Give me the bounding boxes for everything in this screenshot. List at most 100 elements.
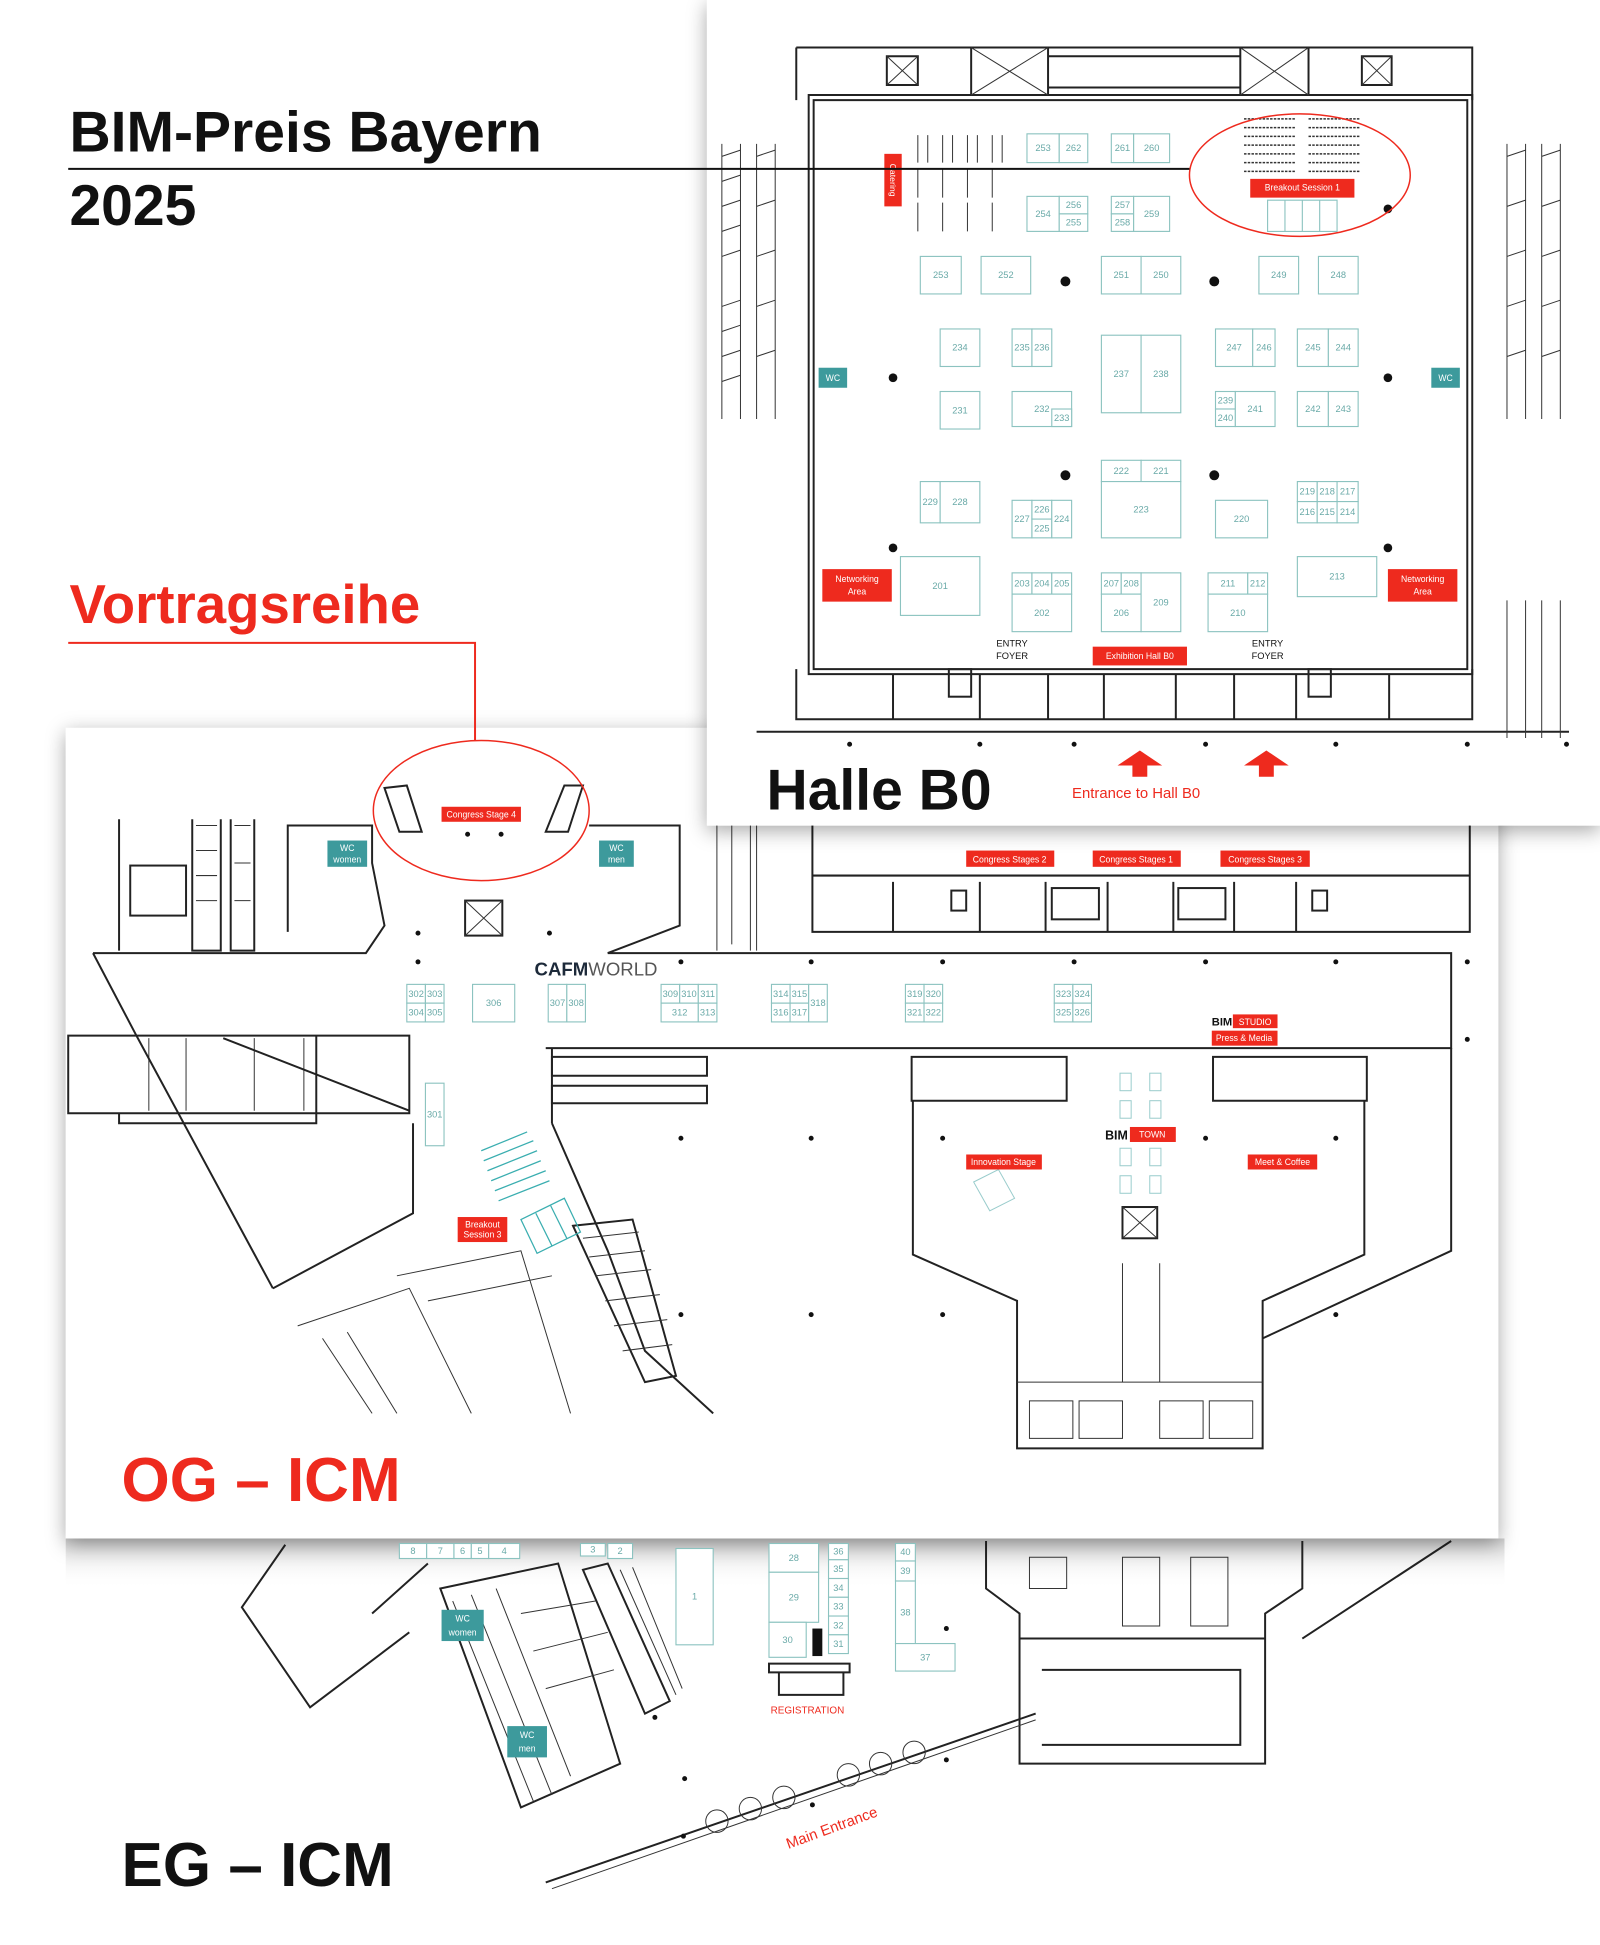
booth-number: 248 [1331, 270, 1347, 280]
booth-number: 38 [900, 1607, 910, 1617]
booth [808, 983, 828, 1023]
booth [1140, 255, 1182, 295]
booth-number: 201 [932, 581, 948, 591]
booth-number: 32 [833, 1620, 843, 1630]
booth-number: 236 [1034, 343, 1050, 353]
booth [923, 1002, 944, 1023]
booth-number: 212 [1250, 578, 1266, 588]
congress-stage-4-highlight [372, 739, 590, 882]
booth-number: 322 [926, 1008, 942, 1018]
congress-stages-1-label [1092, 850, 1181, 867]
booth [1100, 255, 1142, 295]
booth-number: 33 [833, 1602, 843, 1612]
booth [768, 1542, 820, 1573]
exhibition-hall-b0-text: Exhibition Hall B0 [1106, 651, 1174, 661]
booth-number: 238 [1153, 369, 1169, 379]
congress-stage-4-label [441, 806, 521, 822]
booth-number: 251 [1113, 270, 1129, 280]
main-entrance-label: Main Entrance [784, 1804, 880, 1853]
catering-text: Catering [888, 164, 898, 197]
booth [1140, 572, 1182, 633]
booth-number: 220 [1234, 514, 1250, 524]
booth [1072, 1002, 1093, 1023]
booth-number: 204 [1034, 578, 1050, 588]
booth-number: 319 [907, 989, 923, 999]
booth [607, 1542, 634, 1560]
eg-wc-women-text: women [448, 1627, 477, 1637]
booth-number: 259 [1144, 209, 1160, 219]
booth-number: 325 [1056, 1008, 1072, 1018]
booth [488, 1542, 521, 1560]
booth-number: 210 [1230, 608, 1246, 618]
meet-coffee-text: Meet & Coffee [1255, 1157, 1310, 1167]
eg-wc-women-text: WC [455, 1614, 469, 1624]
booth-number: 29 [789, 1592, 799, 1602]
congress-stages-2-text: Congress Stages 2 [973, 854, 1047, 864]
booth-number: 249 [1271, 270, 1287, 280]
og-wc-men-text: men [608, 854, 625, 864]
booth-number: 1 [692, 1592, 697, 1602]
booth-number: 235 [1014, 343, 1030, 353]
booth-number: 206 [1113, 608, 1129, 618]
og-wc-women-label [327, 840, 368, 867]
booth-number: 304 [408, 1008, 424, 1018]
booth [1327, 390, 1359, 428]
booth-number: 216 [1300, 507, 1316, 517]
cafm-world-logo: CAFMWORLD [535, 959, 658, 980]
booth-number: 261 [1115, 143, 1131, 153]
booth-number: 246 [1256, 343, 1272, 353]
booth-number: 242 [1305, 404, 1321, 414]
entry-foyer-right-label: FOYER [1252, 651, 1284, 661]
booth-number: 3 [590, 1545, 595, 1555]
bim-town-logo: TOWN [1139, 1129, 1165, 1139]
eg-wc-men-label [507, 1726, 547, 1758]
booth-number: 214 [1340, 507, 1356, 517]
breakout-session-1-label [1250, 178, 1355, 198]
breakout-3-seating [481, 1131, 582, 1255]
booth-number: 28 [789, 1553, 799, 1563]
booth-number: 308 [568, 998, 584, 1008]
networking-area-left-label [822, 569, 892, 602]
booth-number: 6 [460, 1546, 465, 1556]
booth-number: 316 [773, 1008, 789, 1018]
booth [697, 1002, 718, 1023]
booth [939, 328, 981, 368]
booth-number: 209 [1153, 597, 1169, 607]
booth [1133, 133, 1171, 164]
revolving-doors [705, 1740, 926, 1833]
booth [1207, 593, 1269, 633]
booth [1051, 408, 1073, 428]
booth [899, 556, 981, 616]
press-media-text: Press & Media [1216, 1033, 1273, 1043]
booth-number: 303 [427, 989, 443, 999]
booth-number: 34 [833, 1583, 843, 1593]
networking-area-text: Area [848, 587, 866, 597]
booth-number: 312 [672, 1008, 688, 1018]
booth-number: 218 [1319, 487, 1335, 497]
booth [579, 1542, 606, 1557]
booth-number: 36 [833, 1547, 843, 1557]
og-wc-women-text: women [332, 854, 361, 864]
booth-number: 215 [1319, 507, 1335, 517]
congress-stages-1-text: Congress Stages 1 [1099, 854, 1173, 864]
booth [1296, 556, 1378, 598]
entrance-to-hall-label: Entrance to Hall B0 [1072, 785, 1200, 802]
vortragsreihe-callout-line [68, 641, 477, 741]
networking-area-text: Networking [835, 574, 879, 584]
booth-number: 2 [618, 1546, 623, 1556]
booth-number: 205 [1054, 578, 1070, 588]
booth-number: 217 [1340, 487, 1356, 497]
breakout-session-1-text: Breakout Session 1 [1265, 183, 1340, 193]
halle-columns [847, 204, 1569, 747]
booth-number: 231 [952, 405, 968, 415]
booth-number: 307 [550, 998, 566, 1008]
booth [424, 1082, 445, 1147]
booth-number: 313 [700, 1008, 716, 1018]
booth [1327, 328, 1359, 368]
booth-number: 5 [477, 1546, 482, 1556]
eg-icm-title: EG – ICM [122, 1831, 394, 1900]
